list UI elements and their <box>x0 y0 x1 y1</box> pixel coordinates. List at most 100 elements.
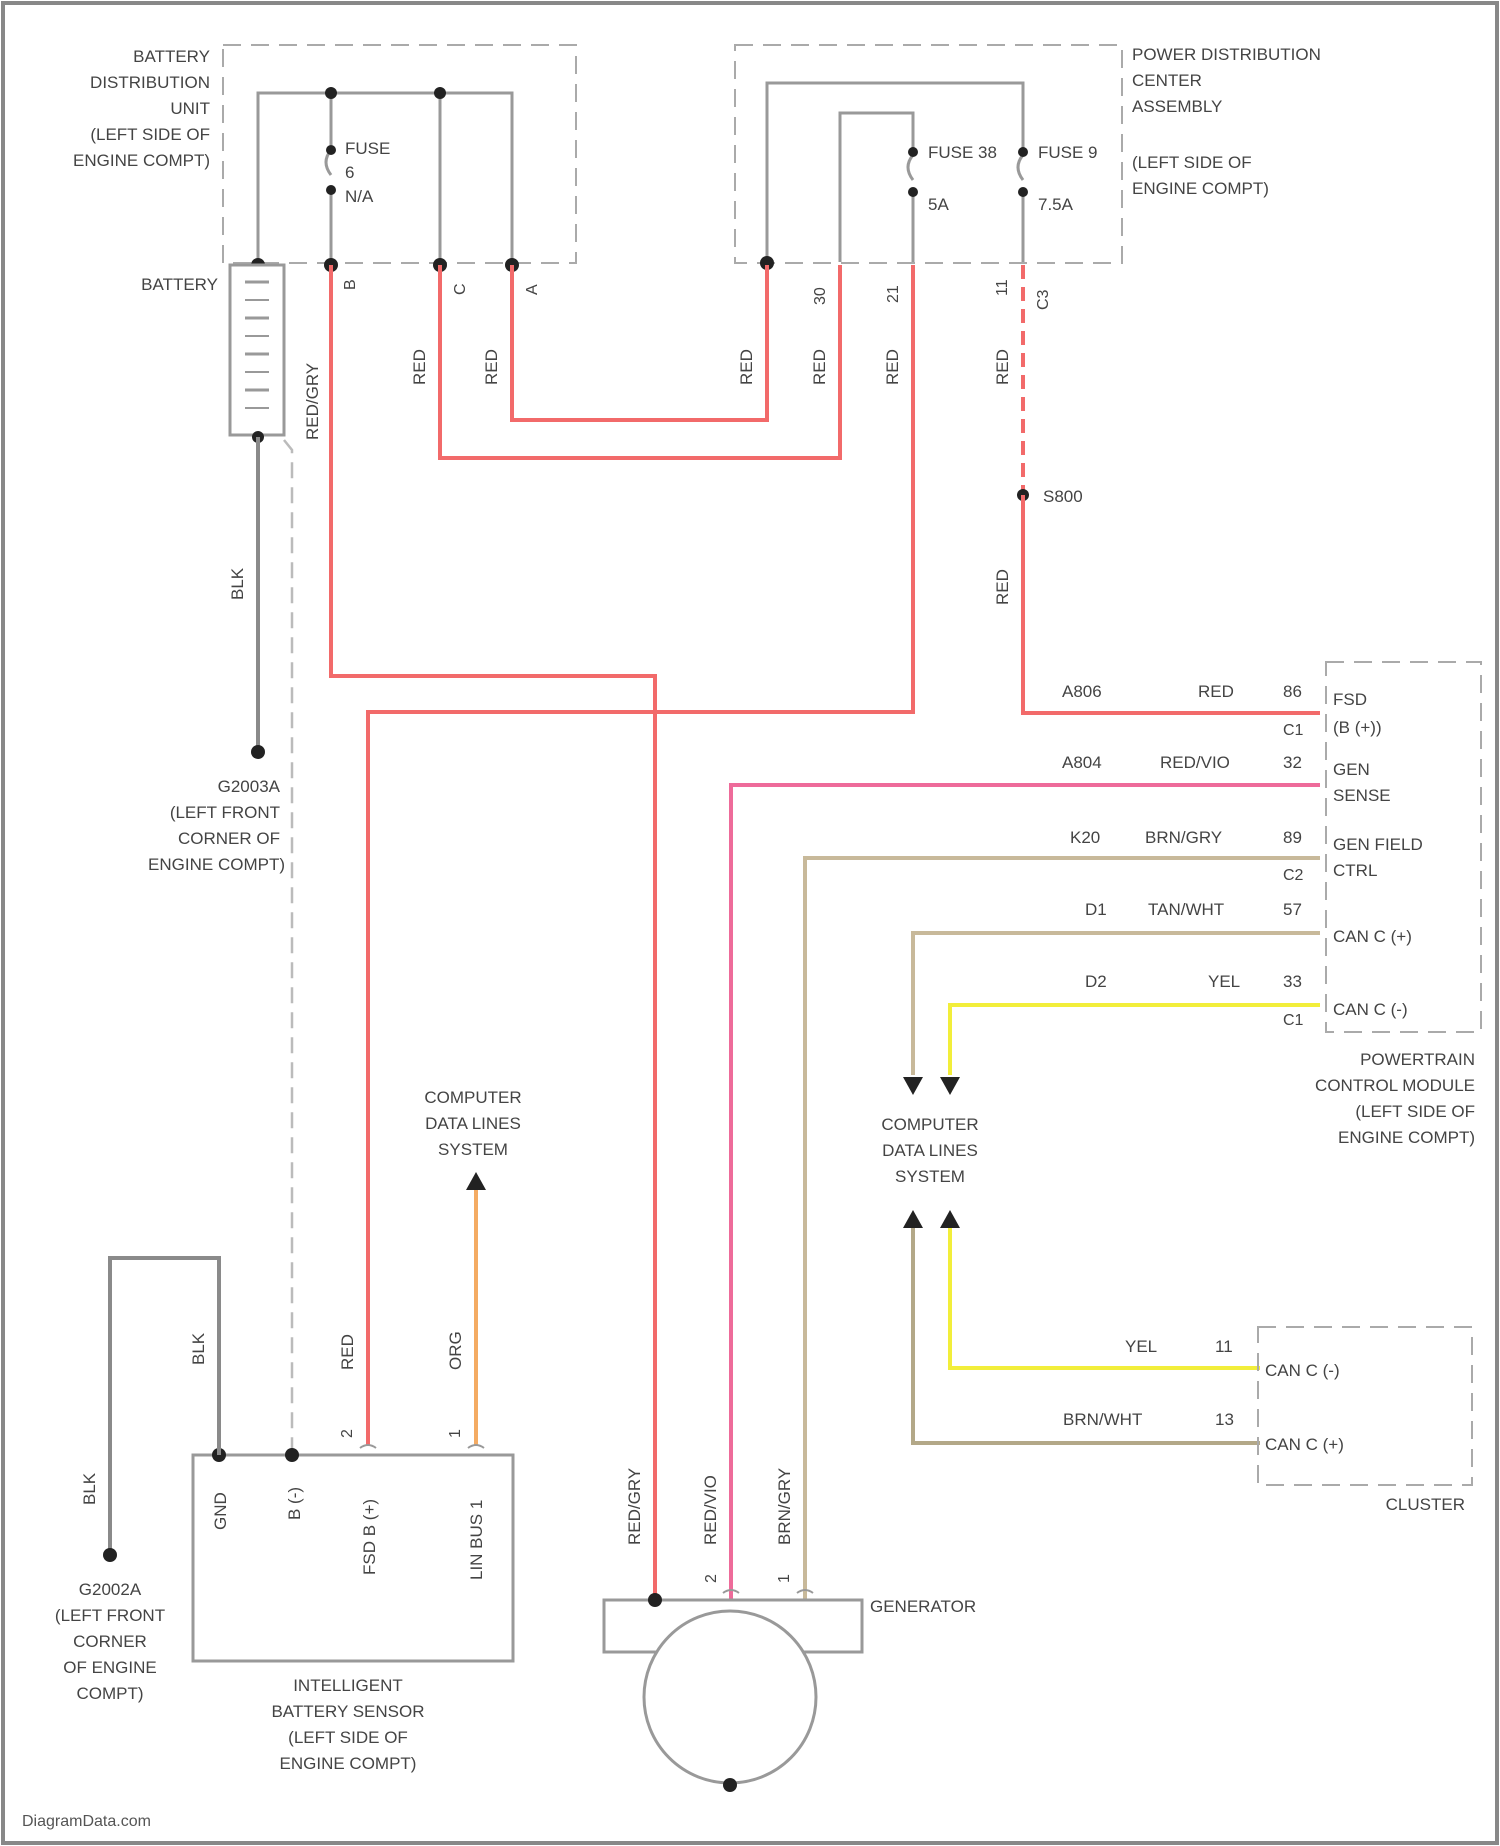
pcm-title-3: (LEFT SIDE OF <box>1355 1102 1475 1121</box>
svg-text:CTRL: CTRL <box>1333 861 1377 880</box>
pdc-title-5: (LEFT SIDE OF <box>1132 153 1252 172</box>
svg-text:G2002A: G2002A <box>79 1580 142 1599</box>
ground-top-node <box>251 745 265 759</box>
svg-text:YEL: YEL <box>1208 972 1240 991</box>
bdu-fuse-number: 6 <box>345 163 354 182</box>
generator-label: GENERATOR <box>870 1597 976 1616</box>
wire-yellow-pcm-can-minus <box>950 1005 1320 1075</box>
ground-bottom-label: G2002A (LEFT FRONT CORNER OF ENGINE COMP… <box>55 1580 165 1703</box>
label-red-6: RED <box>993 349 1012 385</box>
splice-label: S800 <box>1043 487 1083 506</box>
svg-text:SYSTEM: SYSTEM <box>895 1167 965 1186</box>
pdc-fuse-a-rating: 5A <box>928 195 949 214</box>
wire-red-bdu-a-to-pdc-a <box>512 265 767 420</box>
svg-text:CAN C (-): CAN C (-) <box>1265 1361 1340 1380</box>
svg-text:A804: A804 <box>1062 753 1102 772</box>
label-blk-ground: BLK <box>80 1472 99 1505</box>
generator-pin-num-2: 2 <box>703 1574 720 1583</box>
label-red-vio-gen: RED/VIO <box>701 1475 720 1545</box>
data-lines-right-label: COMPUTER DATA LINES SYSTEM <box>881 1115 978 1186</box>
pcm-title-1: POWERTRAIN <box>1360 1050 1475 1069</box>
ibs-title-1: INTELLIGENT <box>293 1676 403 1695</box>
pdc-pin-c3: C3 <box>1035 289 1052 310</box>
svg-text:(LEFT FRONT: (LEFT FRONT <box>170 803 280 822</box>
pdc-title-3: ASSEMBLY <box>1132 97 1222 116</box>
bdu-title-5: ENGINE COMPT) <box>73 151 210 170</box>
pcm-title-2: CONTROL MODULE <box>1315 1076 1475 1095</box>
intelligent-battery-sensor: 2 1 GND B (-) FSD B (+) LIN BUS 1 INTELL… <box>193 1429 513 1773</box>
pdc-fuse-b-rating: 7.5A <box>1038 195 1074 214</box>
battery-distribution-unit: FUSE 6 N/A BATTERY DISTRIBUTION UNIT (LE… <box>73 45 576 295</box>
wire-tan-pcm-field-to-generator <box>805 858 1320 1600</box>
pcm-pin-gen-sense: A804 RED/VIO 32 GEN SENSE <box>1062 753 1391 805</box>
svg-text:RED/VIO: RED/VIO <box>1160 753 1230 772</box>
svg-text:CORNER: CORNER <box>73 1632 147 1651</box>
bdu-pin-b: B <box>342 279 359 290</box>
label-red-4: RED <box>810 349 829 385</box>
svg-text:RED: RED <box>1198 682 1234 701</box>
generator: 2 1 GENERATOR <box>604 1574 976 1792</box>
power-distribution-center: FUSE 38 5A FUSE 9 7.5A POWER DISTRIBUTIO… <box>735 45 1321 310</box>
pdc-fuse-b-name: FUSE 9 <box>1038 143 1098 162</box>
svg-text:86: 86 <box>1283 682 1302 701</box>
instrument-cluster: YEL 11 CAN C (-) BRN/WHT 13 CAN C (+) CL… <box>1063 1327 1472 1514</box>
ground-top-label: G2003A (LEFT FRONT CORNER OF ENGINE COMP… <box>148 777 285 874</box>
pdc-pin-21: 21 <box>885 285 902 303</box>
svg-text:CAN C (+): CAN C (+) <box>1265 1435 1344 1454</box>
arrow-down-can-plus <box>903 1077 923 1095</box>
ibs-pin-fsd: FSD B (+) <box>360 1499 379 1575</box>
pdc-fuse-a-name: FUSE 38 <box>928 143 997 162</box>
wire-pink-pcm-to-generator <box>731 785 1320 1600</box>
svg-text:TAN/WHT: TAN/WHT <box>1148 900 1224 919</box>
bdu-title-4: (LEFT SIDE OF <box>90 125 210 144</box>
pdc-title-6: ENGINE COMPT) <box>1132 179 1269 198</box>
wire-red-s800-to-pcm <box>1023 495 1320 713</box>
label-red-gry-top: RED/GRY <box>303 363 322 440</box>
pdc-pin-11: 11 <box>994 279 1011 296</box>
svg-text:D2: D2 <box>1085 972 1107 991</box>
ibs-pin-num-2: 2 <box>339 1429 356 1438</box>
svg-text:CORNER OF: CORNER OF <box>178 829 280 848</box>
bdu-pin-c: C <box>452 283 469 295</box>
pdc-title-1: POWER DISTRIBUTION <box>1132 45 1321 64</box>
arrow-up-can-minus <box>940 1210 960 1228</box>
svg-text:(LEFT FRONT: (LEFT FRONT <box>55 1606 165 1625</box>
arrow-down-can-minus <box>940 1077 960 1095</box>
bdu-pin-a: A <box>524 284 541 295</box>
bdu-fuse-name: FUSE <box>345 139 390 158</box>
svg-text:D1: D1 <box>1085 900 1107 919</box>
svg-text:COMPUTER: COMPUTER <box>424 1088 521 1107</box>
svg-text:32: 32 <box>1283 753 1302 772</box>
svg-text:89: 89 <box>1283 828 1302 847</box>
svg-text:DATA LINES: DATA LINES <box>425 1114 521 1133</box>
label-red-ibs: RED <box>338 1334 357 1370</box>
svg-text:(B (+)): (B (+)) <box>1333 718 1382 737</box>
label-brn-gry-gen: BRN/GRY <box>775 1468 794 1545</box>
pcm-pin-can-minus: D2 YEL 33 C1 CAN C (-) <box>1085 972 1408 1029</box>
label-blk-ibs: BLK <box>189 1332 208 1365</box>
svg-text:FSD: FSD <box>1333 690 1367 709</box>
pdc-title-2: CENTER <box>1132 71 1202 90</box>
cluster-label: CLUSTER <box>1386 1495 1465 1514</box>
svg-text:57: 57 <box>1283 900 1302 919</box>
svg-text:BRN/GRY: BRN/GRY <box>1145 828 1222 847</box>
label-red-2: RED <box>482 349 501 385</box>
svg-text:K20: K20 <box>1070 828 1100 847</box>
label-red-7: RED <box>993 569 1012 605</box>
bdu-title-2: DISTRIBUTION <box>90 73 210 92</box>
svg-text:A806: A806 <box>1062 682 1102 701</box>
svg-text:33: 33 <box>1283 972 1302 991</box>
data-lines-top-label: COMPUTER DATA LINES SYSTEM <box>424 1088 521 1159</box>
ibs-title-3: (LEFT SIDE OF <box>288 1728 408 1747</box>
svg-text:C2: C2 <box>1283 867 1304 884</box>
label-red-3: RED <box>737 349 756 385</box>
svg-text:13: 13 <box>1215 1410 1234 1429</box>
watermark: DiagramData.com <box>22 1813 151 1830</box>
generator-pin-num-1: 1 <box>776 1574 793 1583</box>
wire-yellow-cluster-can-minus <box>950 1228 1260 1368</box>
ibs-pin-gnd: GND <box>211 1492 230 1530</box>
svg-text:SYSTEM: SYSTEM <box>438 1140 508 1159</box>
svg-text:DATA LINES: DATA LINES <box>882 1141 978 1160</box>
svg-text:GEN FIELD: GEN FIELD <box>1333 835 1423 854</box>
wire-ibs-sense-dashed <box>284 440 292 1455</box>
